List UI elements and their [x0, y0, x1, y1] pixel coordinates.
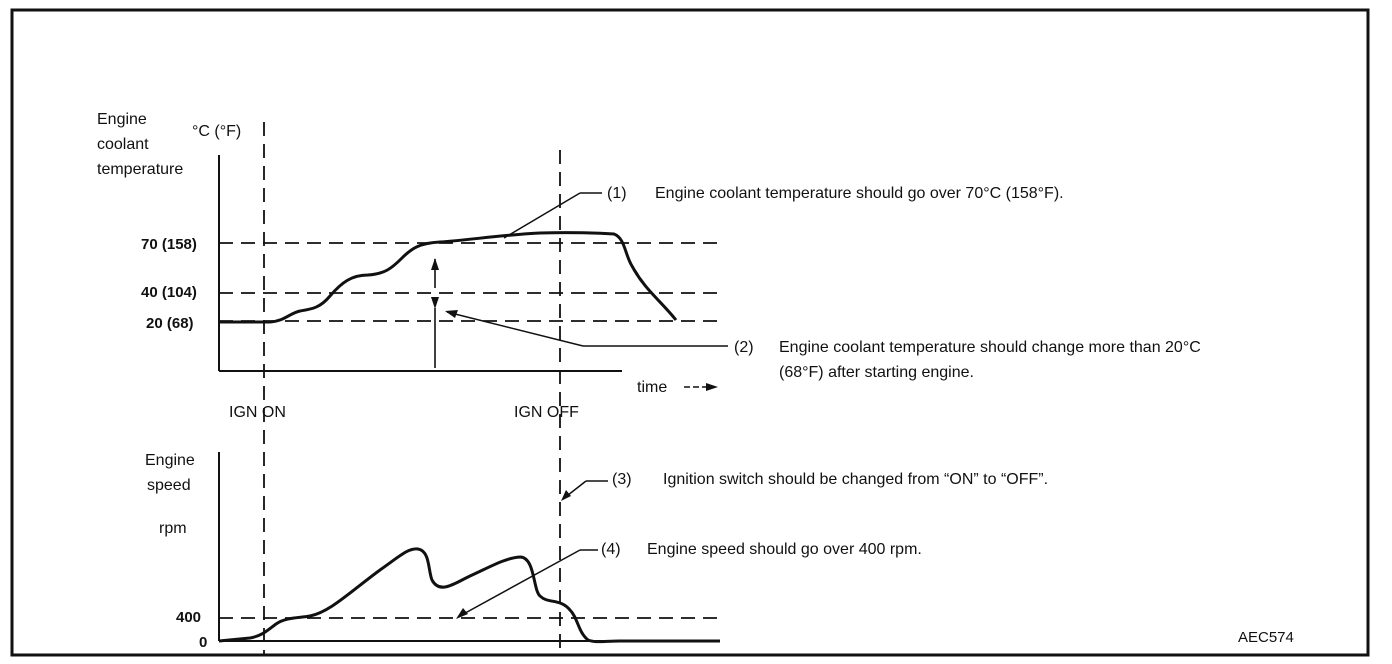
note-1-id: (1)	[607, 185, 627, 202]
engine-speed-curve	[218, 547, 720, 644]
lower-y-title-line-1: Engine	[145, 452, 195, 469]
ign-on-label: IGN ON	[229, 404, 286, 421]
upper-tick-70: 70 (158)	[141, 236, 197, 253]
change-arrow-head-up	[431, 258, 439, 270]
upper-y-title-line-1: Engine	[97, 111, 147, 128]
note-1-text: Engine coolant temperature should go ove…	[655, 185, 1064, 202]
note-4-text: Engine speed should go over 400 rpm.	[647, 541, 922, 558]
note-2-text-line-2: (68°F) after starting engine.	[779, 364, 974, 381]
note-3: (3) Ignition switch should be changed fr…	[561, 471, 1048, 501]
lower-y-unit: rpm	[159, 520, 187, 537]
upper-y-title-line-2: coolant	[97, 136, 149, 153]
upper-chart: Engine coolant temperature °C (°F) 70 (1…	[97, 111, 722, 421]
note-3-arrow-head	[561, 490, 571, 501]
note-2: (2) Engine coolant temperature should ch…	[445, 310, 1201, 381]
upper-x-label: time	[637, 379, 667, 396]
note-3-text: Ignition switch should be changed from “…	[663, 471, 1048, 488]
lower-y-title-line-2: speed	[147, 477, 191, 494]
note-4: (4) Engine speed should go over 400 rpm.	[456, 541, 922, 619]
note-3-id: (3)	[612, 471, 632, 488]
upper-tick-40: 40 (104)	[141, 284, 197, 301]
figure-border	[10, 8, 1370, 657]
upper-y-unit: °C (°F)	[192, 123, 241, 140]
figure-code: AEC574	[1238, 629, 1294, 646]
note-1-leader	[503, 192, 581, 239]
upper-y-title-line-3: temperature	[97, 161, 183, 178]
lower-tick-0: 0	[199, 634, 207, 651]
lower-chart: Engine speed rpm 400 0	[145, 452, 722, 651]
upper-tick-20: 20 (68)	[146, 315, 194, 332]
note-4-id: (4)	[601, 541, 621, 558]
note-4-arrow-head	[456, 608, 468, 619]
coolant-temperature-curve	[219, 231, 678, 324]
time-arrow-head	[706, 383, 718, 391]
note-4-leader	[457, 549, 581, 618]
lower-tick-400: 400	[176, 609, 201, 626]
note-2-id: (2)	[734, 339, 754, 356]
change-arrow-head-down	[431, 297, 439, 309]
note-2-text-line-1: Engine coolant temperature should change…	[779, 339, 1201, 356]
ign-off-label: IGN OFF	[514, 404, 579, 421]
note-2-leader	[446, 311, 584, 347]
note-1: (1) Engine coolant temperature should go…	[503, 185, 1064, 239]
note-2-arrow-head	[445, 310, 458, 318]
